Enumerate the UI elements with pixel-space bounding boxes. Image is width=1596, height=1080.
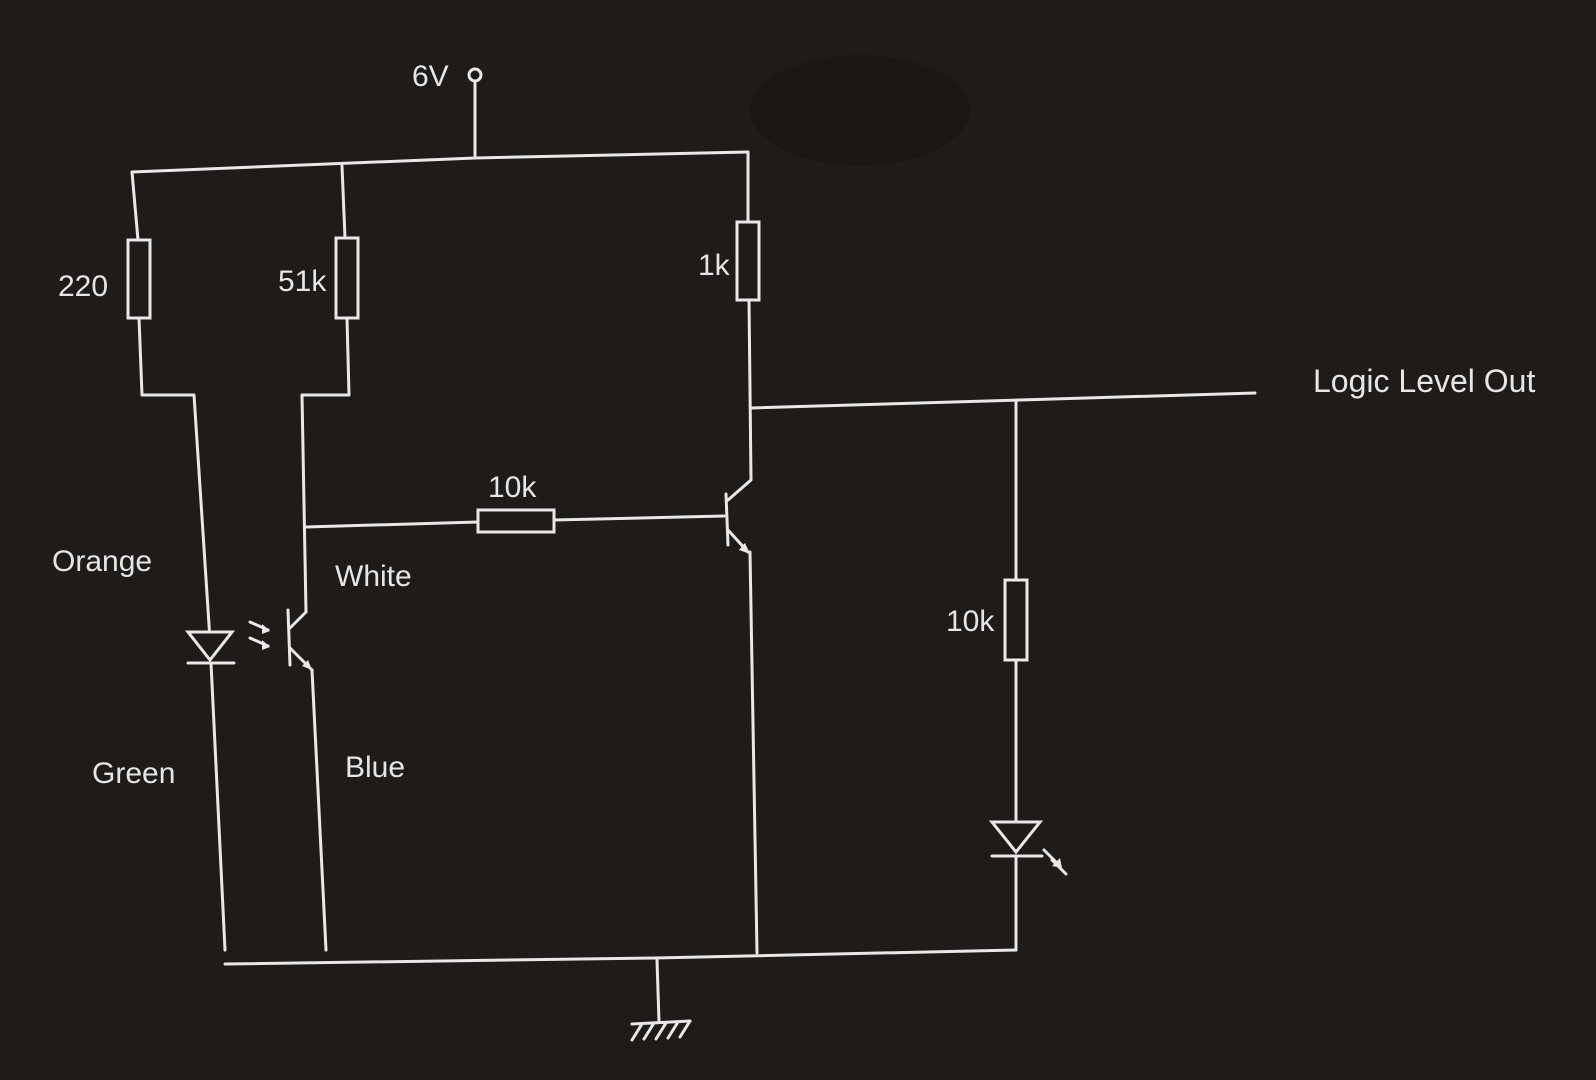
resistor-10k-base xyxy=(476,508,556,534)
supply-terminal xyxy=(467,67,483,160)
resistor-51k-label: 51k xyxy=(278,265,327,298)
resistor-1k-label: 1k xyxy=(698,249,731,282)
wire-label-orange: Orange xyxy=(52,545,152,578)
wire xyxy=(300,316,351,614)
ground-icon xyxy=(630,958,692,1042)
resistor-10k-base-label: 10k xyxy=(488,471,537,504)
light-arrows-icon xyxy=(248,620,270,650)
wire xyxy=(340,164,347,240)
wire xyxy=(552,514,726,522)
light-emission-icon xyxy=(1042,848,1068,876)
wire-label-white: White xyxy=(335,560,412,593)
ir-led-diode xyxy=(184,630,236,952)
wire xyxy=(726,298,753,502)
phototransistor xyxy=(286,608,328,952)
resistor-220-label: 220 xyxy=(58,270,108,303)
logic-out-line xyxy=(749,391,1257,410)
wire xyxy=(137,316,212,642)
indicator-led-diode xyxy=(988,820,1044,948)
supply-label: 6V xyxy=(412,60,449,93)
top-rail xyxy=(130,150,750,174)
resistor-220 xyxy=(126,238,152,320)
npn-transistor xyxy=(724,492,759,955)
bottom-rail xyxy=(223,948,1018,966)
logic-out-label: Logic Level Out xyxy=(1313,363,1535,399)
wire-label-green: Green xyxy=(92,757,175,790)
wire xyxy=(130,170,140,242)
resistor-10k-led xyxy=(1003,578,1029,662)
resistor-51k xyxy=(334,236,360,320)
resistor-1k xyxy=(735,220,761,302)
wire-label-blue: Blue xyxy=(345,751,405,784)
background-smudge xyxy=(750,55,970,165)
wire xyxy=(304,520,480,529)
resistor-10k-led-label: 10k xyxy=(946,605,995,638)
